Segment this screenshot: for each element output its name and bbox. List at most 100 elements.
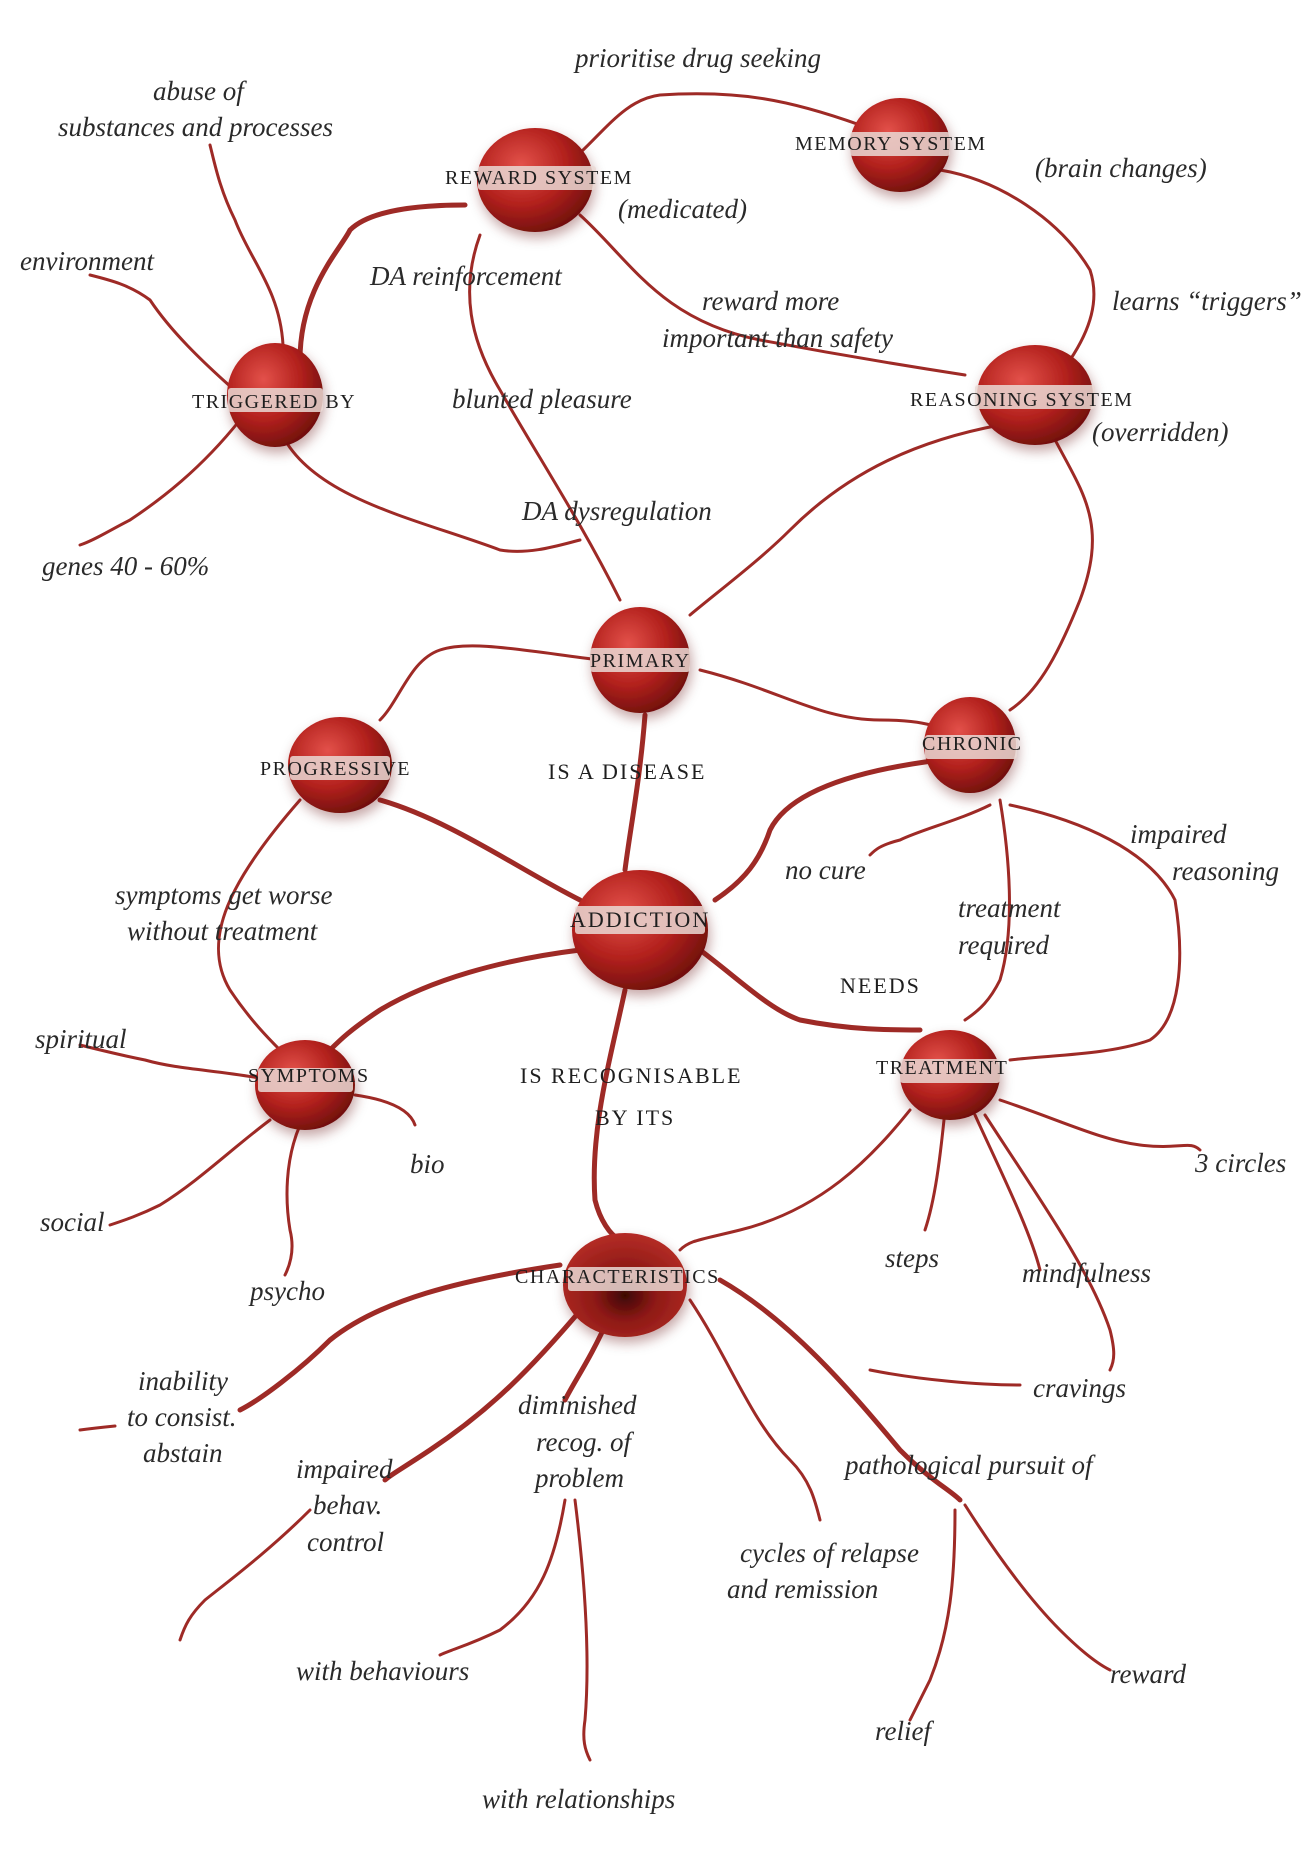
triggered-by-label: TRIGGERED BY <box>192 391 356 413</box>
branch-labels: abuse of substances and processes enviro… <box>20 43 1302 1814</box>
reward-label: reward <box>1110 1659 1187 1689</box>
axon-symptoms-social <box>108 1118 272 1227</box>
mindfulness-label: mindfulness <box>1022 1258 1151 1288</box>
axon-char-cycles <box>688 1298 822 1522</box>
axon-reasoning-chronic <box>1008 428 1094 712</box>
brain-changes-label: (brain changes) <box>1035 153 1207 183</box>
axon-chronic-impaired <box>1008 803 1182 1062</box>
medicated-label: (medicated) <box>618 194 747 224</box>
axon-treatment-cravings <box>983 1113 1116 1372</box>
bio-label: bio <box>410 1149 445 1179</box>
reward-system-label: REWARD SYSTEM <box>445 167 633 189</box>
is-recognisable-label: IS RECOGNISABLE <box>520 1063 743 1088</box>
axon-triggered-abuse <box>208 143 285 347</box>
overridden-label: (overridden) <box>1092 417 1228 447</box>
axon-triggered-environment <box>88 273 242 397</box>
axon-symptoms-psycho <box>283 1123 302 1277</box>
impaired-behav-label-2: behav. <box>313 1490 382 1520</box>
axon-symptoms-spiritual <box>78 1043 272 1082</box>
chronic-label: CHRONIC <box>922 733 1023 755</box>
axon-chronic-treatment <box>963 798 1011 1022</box>
diminished-label-2: recog. of <box>536 1427 634 1457</box>
node-labels: TRIGGERED BY REWARD SYSTEM MEMORY SYSTEM… <box>192 133 1133 1288</box>
learns-triggers-label: learns “triggers” <box>1112 286 1302 316</box>
inability-label-2: to consist. <box>127 1402 237 1432</box>
axon-char-inability-stub <box>78 1424 117 1432</box>
diminished-label-1: diminished <box>518 1390 637 1420</box>
cycles-label-2: and remission <box>727 1574 878 1604</box>
reward-more-label-2: important than safety <box>662 323 893 353</box>
axon-primary-progressive <box>378 644 602 722</box>
characteristics-label: CHARACTERISTICS <box>515 1266 720 1288</box>
neurons <box>227 98 1093 1337</box>
axon-addiction-treatment <box>697 947 923 1033</box>
primary-label: PRIMARY <box>590 650 691 672</box>
treatment-required-label-1: treatment <box>958 893 1062 923</box>
axon-addiction-characteristics <box>591 987 628 1243</box>
cycles-label-1: cycles of relapse <box>740 1538 919 1568</box>
progressive-label: PROGRESSIVE <box>260 758 411 780</box>
reasoning-system-label: REASONING SYSTEM <box>910 389 1133 411</box>
connector-phrases: IS A DISEASE NEEDS IS RECOGNISABLE BY IT… <box>520 759 921 1130</box>
axon-reward-memory <box>558 92 862 172</box>
axon-char-inability <box>237 1262 563 1413</box>
axon-reward-reasoning <box>578 213 967 377</box>
axon-treatment-steps <box>923 1108 947 1232</box>
axon-reasoning-primary <box>688 423 1002 617</box>
no-cure-label: no cure <box>785 855 866 885</box>
is-a-disease-label: IS A DISEASE <box>548 759 706 784</box>
cravings-label: cravings <box>1033 1373 1126 1403</box>
impaired-behav-label-1: impaired <box>296 1454 393 1484</box>
with-behaviours-label: with behaviours <box>296 1656 469 1686</box>
axon-chronic-nocure <box>868 803 992 857</box>
axon-char-reward <box>963 1503 1112 1672</box>
axon-memory-reasoning <box>938 168 1096 362</box>
abuse-label-1: abuse of <box>153 76 247 106</box>
da-reinforcement-label: DA reinforcement <box>369 261 563 291</box>
symptoms-label: SYMPTOMS <box>248 1065 370 1087</box>
three-circles-label: 3 circles <box>1194 1148 1286 1178</box>
axon-char-with-behaviours <box>438 1498 567 1657</box>
axon-network <box>78 92 1202 1762</box>
genes-label: genes 40 - 60% <box>42 551 209 581</box>
axon-char-cravings-link <box>868 1368 1022 1387</box>
impaired-reasoning-label-1: impaired <box>1130 819 1227 849</box>
axon-progressive-addiction <box>377 797 583 903</box>
axon-primary-addiction <box>622 712 648 873</box>
social-label: social <box>40 1207 105 1237</box>
axon-addiction-symptoms <box>327 947 583 1053</box>
axon-char-impaired-tail <box>178 1508 312 1642</box>
axon-char-relief <box>908 1508 957 1722</box>
reward-more-label-1: reward more <box>702 286 839 316</box>
needs-label: NEEDS <box>840 973 921 998</box>
impaired-reasoning-label-2: reasoning <box>1172 856 1279 886</box>
axon-triggered-genes <box>78 418 242 547</box>
axon-symptoms-bio <box>353 1093 417 1127</box>
axon-char-pathological <box>717 1277 963 1503</box>
axon-treatment-characteristics <box>678 1108 912 1252</box>
axon-treatment-3circles <box>998 1098 1202 1152</box>
relief-label: relief <box>875 1716 934 1746</box>
blunted-pleasure-label: blunted pleasure <box>452 384 632 414</box>
by-its-label: BY ITS <box>595 1105 675 1130</box>
pathological-label: pathological pursuit of <box>843 1450 1096 1480</box>
symptoms-worse-label-2: without treatment <box>127 916 319 946</box>
symptoms-worse-label-1: symptoms get worse <box>115 880 333 910</box>
with-relationships-label: with relationships <box>482 1784 675 1814</box>
memory-system-label: MEMORY SYSTEM <box>795 133 987 155</box>
axon-progressive-symptoms <box>216 798 302 1052</box>
axon-triggered-reward <box>297 202 468 363</box>
abuse-label-2: substances and processes <box>58 112 333 142</box>
axon-chronic-addiction <box>712 757 943 903</box>
axon-char-impaired <box>382 1302 588 1483</box>
da-dysregulation-label: DA dysregulation <box>521 496 712 526</box>
axon-char-with-relationships <box>573 1498 592 1762</box>
inability-label-3: abstain <box>143 1438 223 1468</box>
axon-reward-primary <box>468 233 622 602</box>
axon-treatment-mindfulness <box>973 1113 1042 1272</box>
diminished-label-3: problem <box>533 1463 624 1493</box>
psycho-label: psycho <box>248 1276 325 1306</box>
treatment-label: TREATMENT <box>876 1057 1008 1079</box>
addiction-label: ADDICTION <box>570 907 710 932</box>
